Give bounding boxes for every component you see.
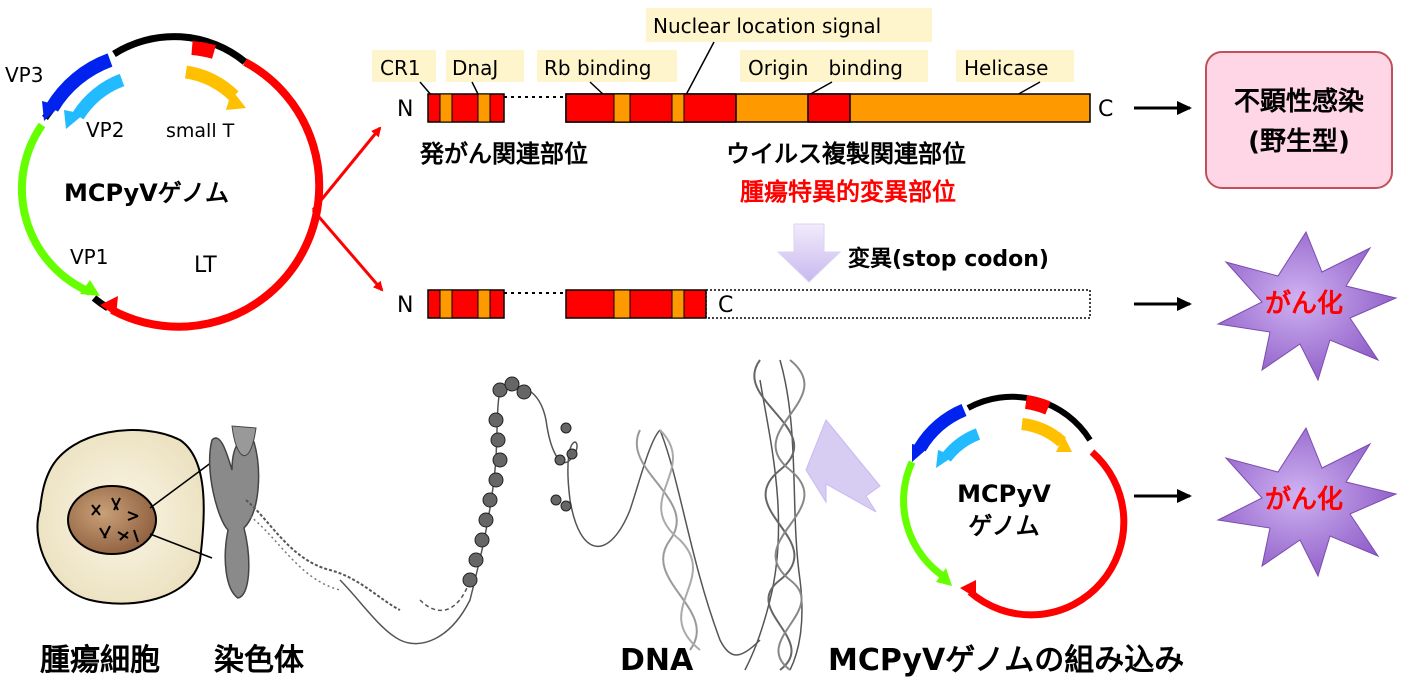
vp1-arrowhead — [80, 280, 100, 296]
region-mutation: 腫瘍特異的変異部位 — [740, 178, 956, 206]
cancer-label-2: がん化 — [1265, 484, 1343, 515]
protein-map-wildtype: CR1 DnaJ Rb binding Nuclear location sig… — [372, 8, 1113, 206]
tr-lost-region — [705, 289, 1091, 319]
cell-nucleus — [67, 485, 157, 555]
dna-helix — [635, 359, 806, 671]
wt-n-terminus: N — [397, 97, 413, 122]
cr1-label-box — [372, 50, 436, 82]
genome-title: MCPyVゲノム — [64, 179, 229, 207]
lt-label: LT — [194, 253, 217, 278]
lt-arrowhead — [100, 296, 118, 316]
cancer-burst-1: がん化 — [1216, 230, 1398, 382]
chromatin-fiber — [339, 359, 803, 671]
tumor-cell — [36, 429, 213, 605]
outcome-arrows — [1134, 101, 1192, 503]
latent-line1: 不顕性感染 — [1234, 87, 1364, 117]
nucleosome-beads — [462, 376, 578, 588]
dnaj-label-box — [446, 50, 524, 82]
genome-circle: VP3 VP2 small T MCPyVゲノム VP1 LT — [5, 33, 324, 331]
small-t-start-marker — [191, 41, 216, 59]
branch-arrows — [311, 126, 384, 292]
cr1-label: CR1 — [380, 56, 421, 80]
cancer-label-1: がん化 — [1265, 288, 1343, 319]
origin-label-box — [740, 50, 928, 82]
vp2-arrowhead — [64, 110, 84, 129]
chromosome — [208, 425, 401, 611]
integration-arrow — [805, 419, 881, 513]
cancer-burst-2: がん化 — [1216, 426, 1398, 578]
latent-line2: (野生型) — [1248, 127, 1350, 157]
tr-block-main — [565, 289, 707, 319]
tr-n-terminus: N — [397, 293, 413, 318]
genome-backbone-top — [112, 33, 248, 65]
tr-block-n — [427, 289, 505, 319]
vp1-gene-arc — [17, 122, 92, 296]
latent-infection-box: 不顕性感染 (野生型) — [1205, 51, 1393, 189]
small-genome-circle: MCPyV ゲノム — [900, 393, 1128, 619]
mutation-label: 変異(stop codon) — [848, 246, 1049, 272]
wt-block-n — [427, 93, 505, 123]
helicase-label-box — [956, 50, 1074, 82]
cell-label: 腫瘍細胞 — [40, 643, 160, 678]
protein-map-truncated: N C — [397, 289, 1091, 319]
mutation-arrow: 変異(stop codon) — [776, 223, 1049, 283]
lt-gene-arc — [110, 58, 324, 331]
vp3-arrowhead — [42, 101, 60, 121]
vp1-label: VP1 — [70, 245, 108, 269]
nls-label: Nuclear location signal — [653, 14, 881, 38]
small-t-arrowhead — [226, 90, 246, 110]
vp2-gene-arc — [72, 73, 125, 120]
vp2-label: VP2 — [86, 118, 124, 142]
dna-label: DNA — [620, 643, 694, 678]
branch-arrow-up — [311, 126, 382, 211]
branch-arrow-down — [311, 209, 384, 292]
small-t-label: small T — [166, 120, 235, 142]
region-replication: ウイルス複製関連部位 — [726, 140, 966, 168]
wt-c-terminus: C — [1098, 97, 1113, 122]
integration-label: MCPyVゲノムの組み込み — [828, 643, 1184, 678]
nls-label-box — [646, 8, 932, 42]
region-oncogenic: 発がん関連部位 — [419, 140, 588, 168]
vp3-label: VP3 — [5, 63, 43, 87]
small-genome-line1: MCPyV — [957, 480, 1051, 508]
small-t-gene-arc — [184, 65, 239, 101]
origin-label: Origin binding — [748, 56, 903, 80]
vp3-gene-arc — [45, 53, 113, 112]
tr-c-terminus: C — [718, 293, 733, 318]
helicase-label: Helicase — [964, 56, 1048, 80]
small-genome-line2: ゲノム — [968, 512, 1039, 540]
rb-label: Rb binding — [544, 56, 652, 80]
rb-label-box — [537, 50, 677, 82]
chromosome-label: 染色体 — [214, 643, 305, 678]
mutation-arrow-shape — [776, 223, 842, 283]
dnaj-label: DnaJ — [452, 56, 498, 80]
